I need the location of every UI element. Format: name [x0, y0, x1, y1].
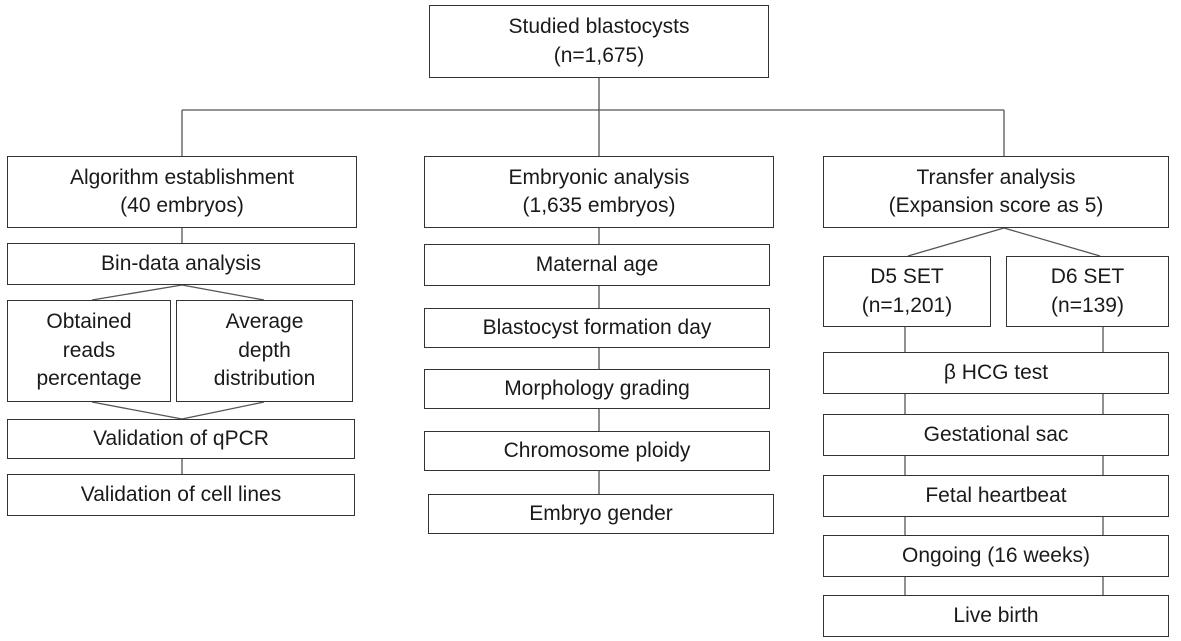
blastocyst-formation-day-label: Blastocyst formation day: [482, 315, 712, 339]
embryo-gender-box: Embryo gender: [428, 494, 774, 534]
morphology-grading-label: Morphology grading: [504, 376, 690, 400]
live-birth-label: Live birth: [953, 603, 1039, 627]
transfer-analysis-box: Transfer analysis (Expansion score as 5): [823, 156, 1169, 228]
embryonic-analysis-box: Embryonic analysis (1,635 embryos): [424, 156, 774, 228]
embryonic-analysis-title: Embryonic analysis: [508, 165, 690, 189]
root-title: Studied blastocysts: [508, 15, 690, 39]
d6-set-count: (n=139): [1051, 293, 1124, 317]
gestational-sac-label: Gestational sac: [923, 422, 1069, 446]
average-line-2: depth: [238, 338, 291, 362]
fetal-heartbeat-label: Fetal heartbeat: [925, 483, 1067, 507]
algorithm-establishment-count: (40 embryos): [120, 194, 244, 217]
gestational-sac-box: Gestational sac: [823, 414, 1169, 456]
blastocyst-formation-day-box: Blastocyst formation day: [424, 308, 770, 348]
validation-qpcr-label: Validation of qPCR: [93, 426, 269, 450]
maternal-age-label: Maternal age: [535, 252, 659, 276]
obtained-line-1: Obtained: [46, 310, 132, 334]
d6-set-title: D6 SET: [1050, 265, 1125, 289]
chromosome-ploidy-box: Chromosome ploidy: [424, 431, 770, 471]
obtained-line-2: reads: [62, 338, 116, 362]
algorithm-establishment-box: Algorithm establishment (40 embryos): [7, 156, 357, 228]
chromosome-ploidy-label: Chromosome ploidy: [503, 438, 691, 462]
d6-set-box: D6 SET (n=139): [1006, 256, 1169, 327]
bin-data-analysis-label: Bin-data analysis: [101, 251, 261, 275]
ongoing-16-weeks-label: Ongoing (16 weeks): [902, 543, 1090, 567]
validation-cell-lines-box: Validation of cell lines: [7, 474, 355, 516]
average-line-1: Average: [225, 310, 304, 334]
algorithm-establishment-title: Algorithm establishment: [69, 165, 295, 189]
beta-hcg-test-box: β HCG test: [823, 352, 1169, 394]
bin-data-analysis-box: Bin-data analysis: [7, 243, 355, 285]
d5-set-box: D5 SET (n=1,201): [823, 256, 991, 327]
beta-hcg-test-label: β HCG test: [943, 360, 1049, 384]
validation-cell-lines-label: Validation of cell lines: [80, 482, 282, 506]
average-depth-distribution-box: Average depth distribution: [176, 300, 353, 402]
average-line-3: distribution: [213, 367, 316, 391]
d5-set-title: D5 SET: [870, 265, 944, 289]
obtained-reads-percentage-box: Obtained reads percentage: [7, 300, 171, 402]
live-birth-box: Live birth: [823, 595, 1169, 637]
morphology-grading-box: Morphology grading: [424, 369, 770, 409]
transfer-analysis-title: Transfer analysis: [916, 165, 1076, 189]
embryonic-analysis-count: (1,635 embryos): [522, 194, 676, 217]
ongoing-16-weeks-box: Ongoing (16 weeks): [823, 535, 1169, 577]
root-count: (n=1,675): [553, 43, 645, 67]
transfer-analysis-subtitle: (Expansion score as 5): [888, 194, 1104, 217]
validation-qpcr-box: Validation of qPCR: [7, 419, 355, 459]
embryo-gender-label: Embryo gender: [529, 501, 673, 525]
maternal-age-box: Maternal age: [424, 244, 770, 286]
obtained-line-3: percentage: [36, 367, 142, 391]
root-box: Studied blastocysts (n=1,675): [429, 5, 769, 78]
d5-set-count: (n=1,201): [861, 293, 953, 317]
fetal-heartbeat-box: Fetal heartbeat: [823, 475, 1169, 517]
